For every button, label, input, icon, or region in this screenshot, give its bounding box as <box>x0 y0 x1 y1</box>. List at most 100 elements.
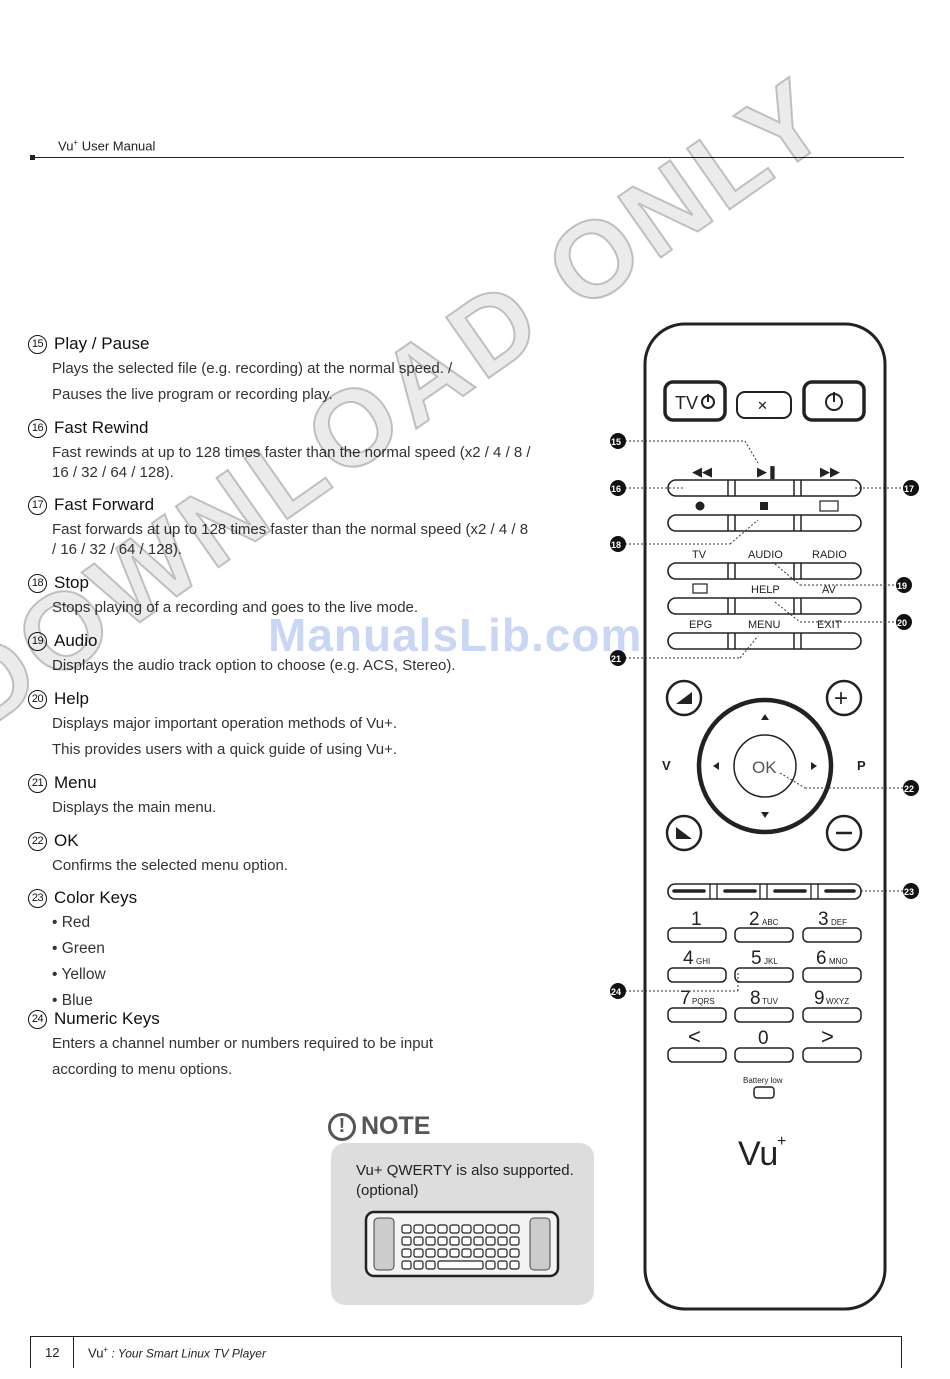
section-title: Help <box>54 689 89 708</box>
svg-text:TV: TV <box>675 393 698 413</box>
svg-text:AV: AV <box>822 584 837 596</box>
svg-text:EPG: EPG <box>689 619 712 631</box>
svg-text:JKL: JKL <box>764 957 778 966</box>
section-title: Color Keys <box>54 888 138 907</box>
svg-text:18: 18 <box>611 540 621 550</box>
callout-number: 21 <box>28 773 47 793</box>
record-button-bar <box>667 514 862 532</box>
svg-text:1: 1 <box>691 909 702 930</box>
svg-text:22: 22 <box>904 784 914 794</box>
note-title: !NOTE <box>328 1112 430 1141</box>
power-button <box>802 380 866 422</box>
remote-control-diagram: TV ✕ ◀◀ ▶❚ ▶▶ TV AUDIO RADIO HELP AV EPG… <box>610 322 919 1311</box>
list-item: • Green <box>52 940 105 957</box>
svg-text:MNO: MNO <box>829 957 848 966</box>
page-header: Vu+ User Manual <box>58 138 156 154</box>
svg-text:15: 15 <box>611 437 621 447</box>
tv-audio-radio-bar <box>667 562 862 580</box>
svg-text:6: 6 <box>816 948 827 969</box>
channel-up-button <box>825 679 863 717</box>
svg-text:V: V <box>662 758 671 773</box>
arrow-down-icon <box>761 812 769 818</box>
callout-number: 17 <box>28 495 47 515</box>
list-item: • Blue <box>52 992 93 1009</box>
arrow-left-icon <box>713 762 719 770</box>
epg-menu-exit-bar <box>667 632 862 650</box>
footer-brand: Vu+ : Your Smart Linux TV Player <box>88 1345 266 1361</box>
footer-rule <box>30 1336 902 1367</box>
arrow-right-icon <box>811 762 817 770</box>
svg-text:<: < <box>688 1024 701 1049</box>
callout-number: 18 <box>28 573 47 593</box>
svg-text:7: 7 <box>680 988 691 1009</box>
svg-text:P: P <box>857 758 866 773</box>
header-marker <box>30 155 35 160</box>
svg-text:ABC: ABC <box>762 918 779 927</box>
svg-text:PQRS: PQRS <box>692 997 715 1006</box>
svg-text:GHI: GHI <box>696 957 710 966</box>
svg-text:TUV: TUV <box>762 997 779 1006</box>
tv-power-button: TV <box>663 380 727 422</box>
exclamation-icon: ! <box>328 1112 356 1141</box>
section-title: Stop <box>54 573 89 592</box>
arrow-up-icon <box>761 714 769 720</box>
callout-number: 24 <box>28 1009 47 1029</box>
callout-number: 22 <box>28 831 47 851</box>
svg-text:3: 3 <box>818 909 829 930</box>
callout-number: 19 <box>28 631 47 651</box>
svg-text:4: 4 <box>683 948 694 969</box>
section-title: Fast Forward <box>54 495 155 514</box>
svg-text:RADIO: RADIO <box>812 549 847 561</box>
callouts: 15 16 17 18 19 20 21 22 23 24 <box>610 433 919 999</box>
volume-down-icon <box>676 827 692 839</box>
page-number: 12 <box>45 1345 60 1360</box>
svg-text:19: 19 <box>897 581 907 591</box>
svg-text:+: + <box>777 1133 786 1150</box>
svg-text:OK: OK <box>752 758 777 777</box>
list-item: • Yellow <box>52 966 106 983</box>
svg-text:8: 8 <box>750 988 761 1009</box>
svg-text:TV: TV <box>692 549 707 561</box>
section-title: Numeric Keys <box>54 1009 160 1028</box>
help-av-bar <box>667 597 862 615</box>
playback-button-bar <box>667 479 862 497</box>
svg-text:16: 16 <box>611 484 621 494</box>
section-title: Play / Pause <box>54 334 150 353</box>
svg-text:HELP: HELP <box>751 584 780 596</box>
svg-text:20: 20 <box>897 618 907 628</box>
rewind-icon: ◀◀ <box>692 464 712 479</box>
note-text: Vu+ QWERTY is also supported. (optional) <box>356 1162 574 1199</box>
record-icon <box>695 501 705 511</box>
svg-text:Battery low: Battery low <box>743 1076 783 1085</box>
svg-text:WXYZ: WXYZ <box>826 997 849 1006</box>
mute-icon: ✕ <box>757 398 768 413</box>
callout-number: 15 <box>28 334 47 354</box>
subtitle-icon <box>692 583 708 594</box>
callout-number: 20 <box>28 689 47 709</box>
section-title: Audio <box>54 631 98 650</box>
callout-number: 23 <box>28 888 47 908</box>
svg-text:17: 17 <box>904 484 914 494</box>
svg-text:>: > <box>821 1024 834 1049</box>
svg-text:21: 21 <box>611 654 621 664</box>
svg-text:DEF: DEF <box>831 918 847 927</box>
ok-button <box>733 734 797 798</box>
teletext-icon <box>819 500 839 512</box>
callout-number: 16 <box>28 418 47 438</box>
svg-text:24: 24 <box>611 987 621 997</box>
section-title: OK <box>54 831 79 850</box>
svg-text:2: 2 <box>749 909 760 930</box>
svg-text:AUDIO: AUDIO <box>748 549 783 561</box>
svg-text:MENU: MENU <box>748 619 780 631</box>
section-title: Menu <box>54 773 97 792</box>
battery-low-indicator <box>753 1086 775 1099</box>
